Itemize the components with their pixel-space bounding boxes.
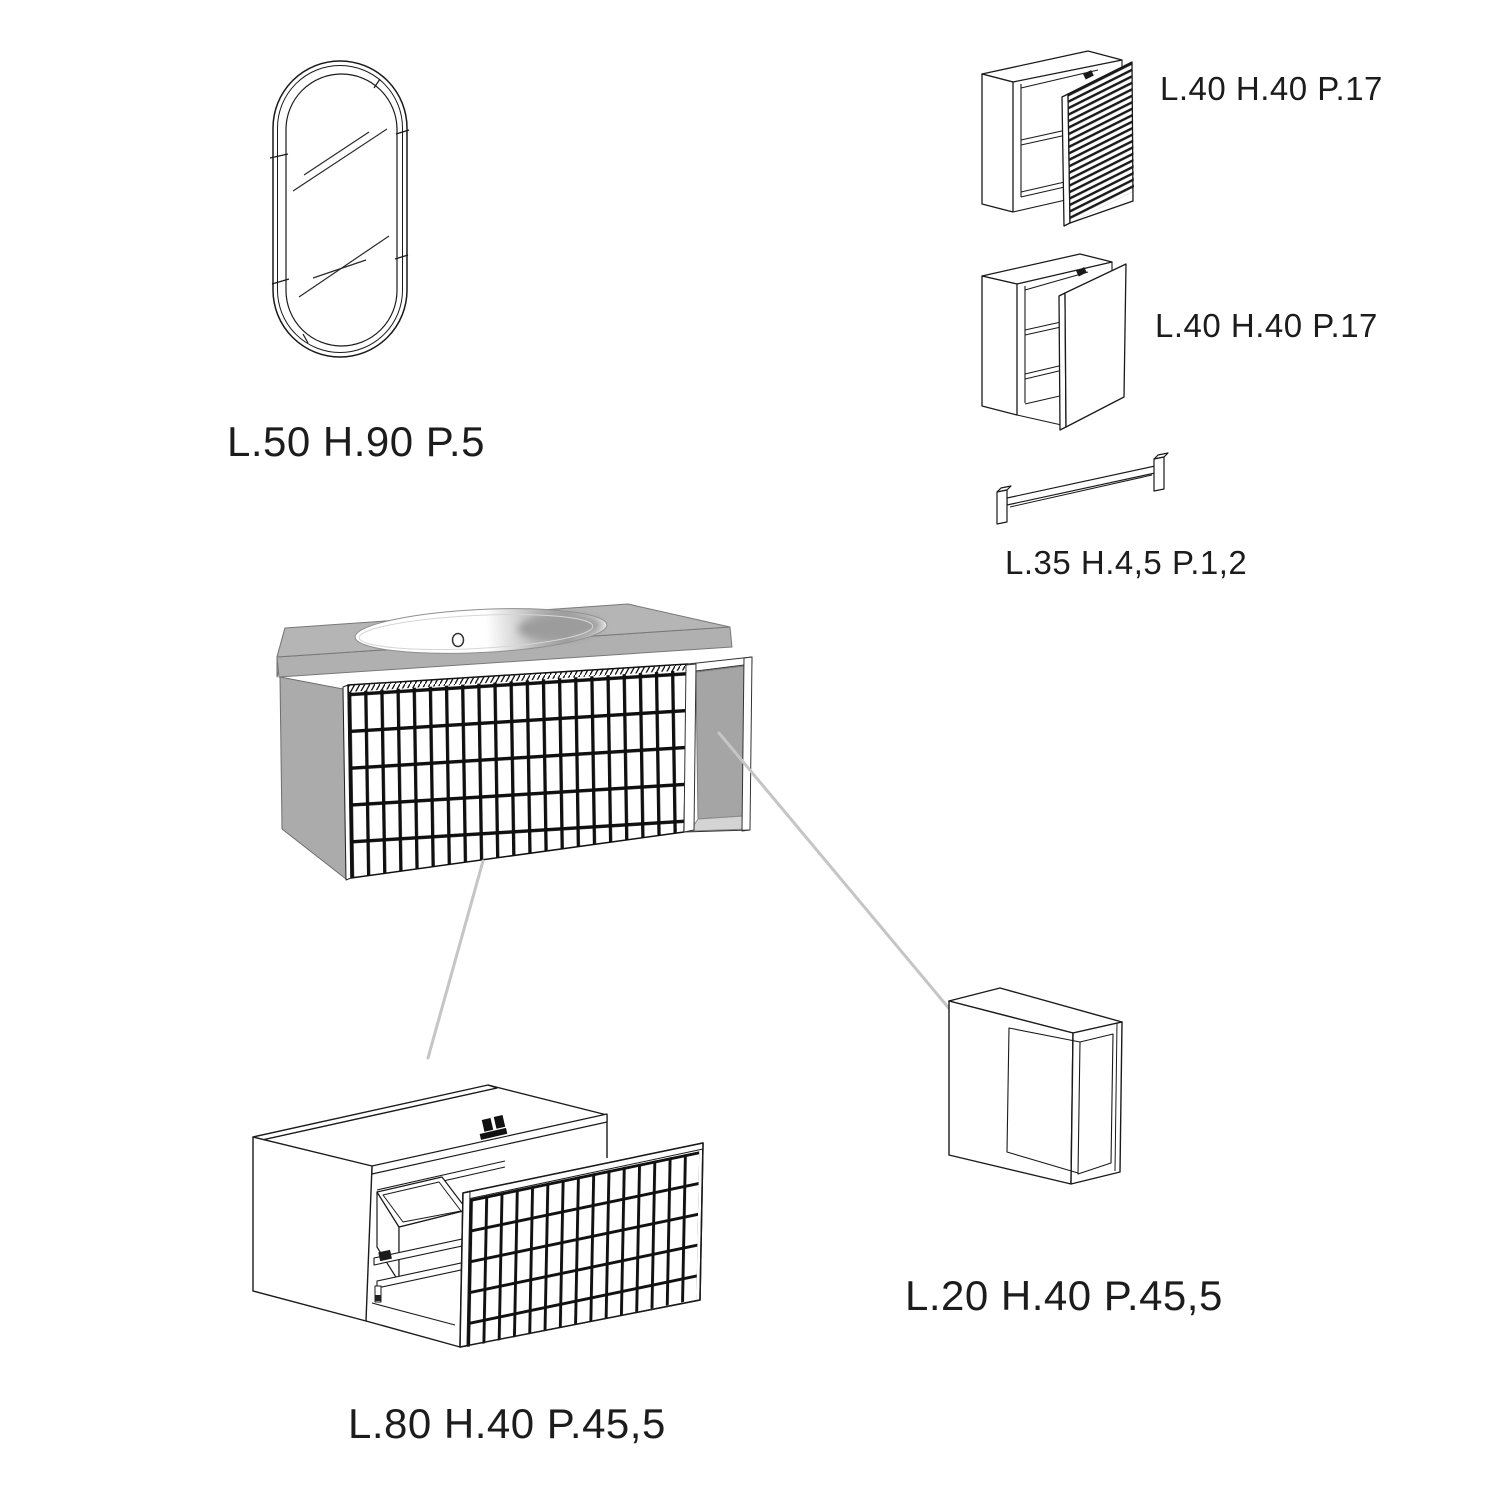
compartment-bottom-edge: [683, 829, 751, 833]
faucet-hole: [451, 632, 465, 648]
bar-rail-depth: [1009, 474, 1153, 508]
carcass-back-top-edge: [252, 1084, 498, 1141]
hinge-mark: [1076, 267, 1087, 277]
box-interior-edges: [1006, 1027, 1081, 1174]
open-box-drawing: [948, 987, 1123, 1185]
carcass-left-panel: [252, 1136, 373, 1322]
carcass-back-inner-rail: [376, 1160, 506, 1191]
mounting-bracket: [479, 1115, 508, 1140]
vanity-basin: [354, 608, 608, 654]
slatted-door-face: [1068, 61, 1135, 223]
vanity-side-panel: [279, 676, 347, 880]
cabinet-interior: [1012, 60, 1123, 213]
basin-inner-rim: [358, 614, 594, 650]
hinge-mark: [1083, 70, 1094, 80]
wall-cabinet-slatted-drawing: [981, 50, 1135, 227]
vanity-grid-front: [348, 670, 688, 878]
cabinet-side-panel: [981, 275, 1018, 416]
leader-line-left: [426, 859, 485, 1060]
carcass-floor-edge: [371, 1302, 456, 1326]
compartment-right-post: [741, 656, 753, 832]
dimension-label-mirror: L.50 H.90 P.5: [227, 418, 485, 465]
leader-line-right: [717, 731, 954, 1014]
mirror-reflection-lines: [292, 128, 390, 298]
slatted-door-outline: [1067, 61, 1134, 224]
vanity-open-compartment: [683, 656, 753, 833]
compartment-back-wall: [695, 665, 745, 820]
box-opening-inner: [1077, 1033, 1114, 1175]
basin-shadow: [518, 613, 602, 641]
wall-cabinet-plain-drawing: [981, 253, 1127, 431]
mirror-frame-outer: [272, 60, 408, 358]
bar-post-left: [996, 489, 1008, 525]
mirror-frame-depth: [277, 65, 403, 353]
carcass-bottom-front-edge: [365, 1320, 461, 1348]
cabinet-side-panel: [981, 73, 1014, 213]
dimension-label-drawer-unit: L.80 H.40 P.45,5: [348, 1400, 666, 1447]
bar-rail: [1006, 465, 1156, 506]
drawer-unit-drawing: [252, 1084, 704, 1348]
dimension-label-towel-bar: L.35 H.4,5 P.1,2: [1005, 544, 1248, 581]
dimension-label-wall-cabinet-plain: L.40 H.40 P.17: [1155, 307, 1378, 344]
vanity-drawing: [276, 603, 753, 881]
box-opening-frame: [1070, 1021, 1123, 1185]
dimension-label-open-box: L.20 H.40 P.45,5: [905, 1272, 1223, 1319]
plain-door: [1064, 263, 1127, 428]
bar-post-right: [1153, 456, 1165, 492]
mirror-frame-joints: [269, 78, 410, 344]
towel-bar-drawing: [996, 452, 1169, 525]
dimension-label-wall-cabinet-slatted: L.40 H.40 P.17: [1160, 70, 1383, 107]
mirror-glass-edge: [285, 73, 398, 347]
frame-depth-line: [1114, 1022, 1118, 1172]
mirror-drawing: [269, 60, 410, 358]
drawer-grid-panel: [459, 1142, 704, 1348]
compartment-left-post: [683, 663, 697, 833]
